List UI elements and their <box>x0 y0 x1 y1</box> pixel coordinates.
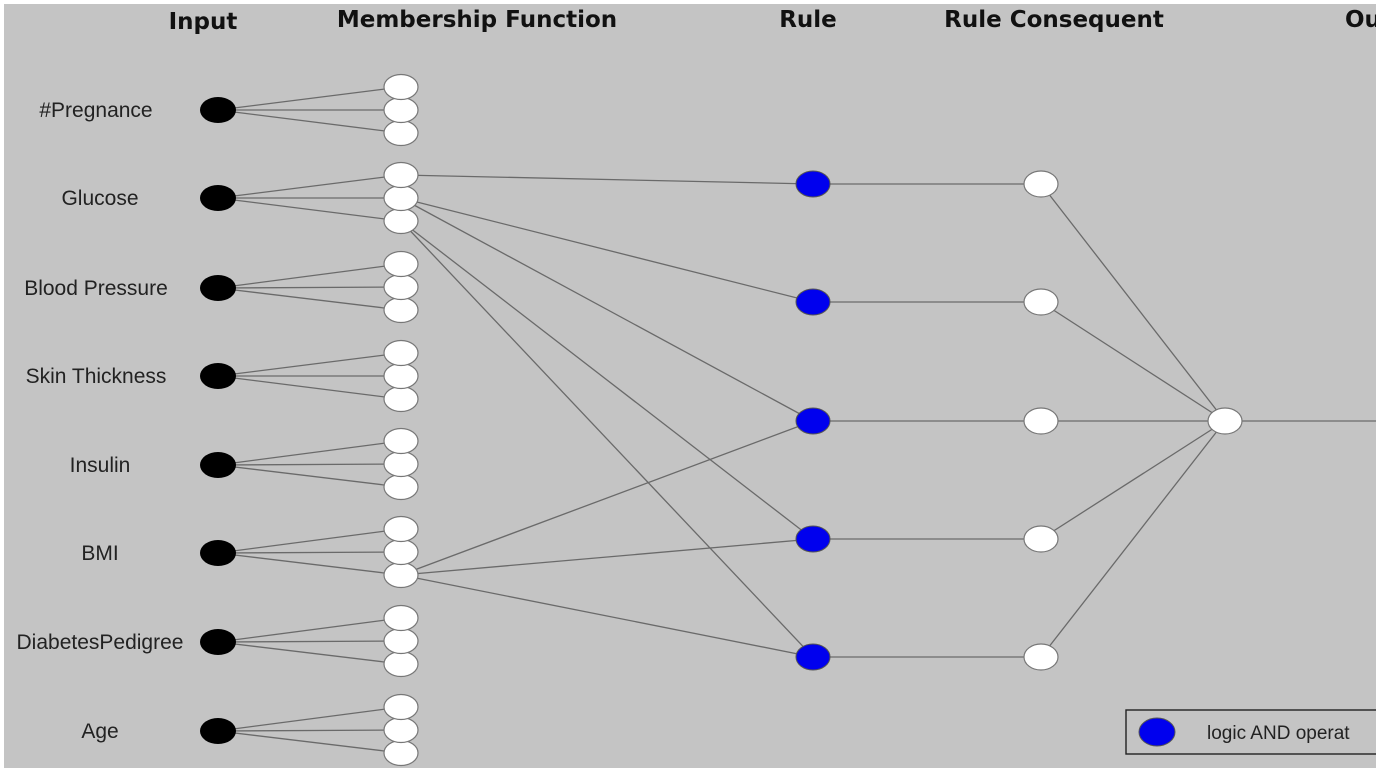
header-rule-consequent: Rule Consequent <box>944 7 1164 33</box>
edge-input-to-mf <box>217 528 402 554</box>
rule-consequent-node <box>1023 288 1059 316</box>
input-label-diabetespedigree: DiabetesPedigree <box>17 631 184 654</box>
edge-input-to-mf <box>217 463 402 466</box>
rule-node <box>795 525 831 553</box>
edge-input-to-mf <box>217 551 402 554</box>
rule-consequent-node <box>1023 525 1059 553</box>
membership-function-node <box>383 339 419 367</box>
edge-input-to-mf <box>217 352 402 377</box>
edge-input-to-mf <box>217 174 402 199</box>
legend: logic AND operat <box>1125 709 1376 755</box>
output-node <box>1207 407 1243 435</box>
input-label-skin-thickness: Skin Thickness <box>26 365 167 388</box>
membership-function-node <box>383 650 419 678</box>
membership-function-node <box>383 184 419 212</box>
membership-function-node <box>383 362 419 390</box>
membership-function-node <box>383 716 419 744</box>
header-output: Ou <box>1345 7 1376 33</box>
connection-edges <box>217 86 1376 754</box>
edge-mf-to-rule <box>400 538 814 576</box>
input-node <box>200 718 236 744</box>
input-node <box>200 452 236 478</box>
edge-consequent-to-output <box>1040 420 1226 658</box>
membership-function-node <box>383 627 419 655</box>
edge-input-to-mf <box>217 263 402 289</box>
header-rule: Rule <box>779 7 837 33</box>
input-label-glucose: Glucose <box>61 187 138 210</box>
edge-input-to-mf <box>217 286 402 289</box>
edge-input-to-mf <box>217 729 402 732</box>
membership-function-node <box>383 604 419 632</box>
input-label-insulin: Insulin <box>70 454 131 477</box>
rule-consequent-node <box>1023 407 1059 435</box>
membership-function-node <box>383 693 419 721</box>
edge-mf-to-rule <box>400 420 814 576</box>
input-label-pregnance: #Pregnance <box>39 99 152 122</box>
edge-consequent-to-output <box>1040 420 1226 540</box>
membership-function-node <box>383 739 419 767</box>
header-membership-function: Membership Function <box>337 7 617 33</box>
edge-input-to-mf <box>217 375 402 400</box>
edge-input-to-mf <box>217 706 402 732</box>
membership-function-node <box>383 450 419 478</box>
edge-mf-to-rule <box>400 574 814 658</box>
edge-input-to-mf <box>217 617 402 643</box>
input-node <box>200 629 236 655</box>
rule-node <box>795 170 831 198</box>
membership-function-node <box>383 561 419 589</box>
input-node <box>200 540 236 566</box>
edge-input-to-mf <box>217 86 402 111</box>
membership-function-node <box>383 538 419 566</box>
membership-function-node <box>383 296 419 324</box>
membership-function-node <box>383 250 419 278</box>
input-label-age: Age <box>81 720 118 743</box>
membership-function-node <box>383 207 419 235</box>
edge-input-to-mf <box>217 440 402 466</box>
edge-input-to-mf <box>217 109 402 134</box>
edge-input-to-mf <box>217 552 402 576</box>
membership-function-node <box>383 96 419 124</box>
legend-rule-node-icon <box>1138 717 1176 747</box>
membership-function-node <box>383 427 419 455</box>
input-label-blood-pressure: Blood Pressure <box>24 277 168 300</box>
edge-mf-to-rule <box>400 174 814 185</box>
membership-function-node <box>383 385 419 413</box>
membership-function-node <box>383 473 419 501</box>
edge-mf-to-rule <box>400 197 814 422</box>
legend-label: logic AND operat <box>1207 723 1350 744</box>
rule-consequent-node <box>1023 170 1059 198</box>
input-node <box>200 363 236 389</box>
edge-mf-to-rule <box>400 197 814 303</box>
edge-input-to-mf <box>217 640 402 643</box>
membership-function-node <box>383 73 419 101</box>
rule-node <box>795 643 831 671</box>
input-label-bmi: BMI <box>81 542 118 565</box>
edge-input-to-mf <box>217 464 402 488</box>
input-node <box>200 97 236 123</box>
rule-node <box>795 288 831 316</box>
rule-node <box>795 407 831 435</box>
network-nodes <box>200 73 1243 767</box>
header-input: Input <box>169 9 238 35</box>
edge-mf-to-rule <box>400 220 814 658</box>
membership-function-node <box>383 161 419 189</box>
edge-consequent-to-output <box>1040 183 1226 422</box>
input-node <box>200 275 236 301</box>
input-node <box>200 185 236 211</box>
edge-input-to-mf <box>217 641 402 665</box>
edge-input-to-mf <box>217 197 402 222</box>
rule-consequent-node <box>1023 643 1059 671</box>
edge-consequent-to-output <box>1040 301 1226 422</box>
edge-input-to-mf <box>217 730 402 754</box>
membership-function-node <box>383 273 419 301</box>
edge-input-to-mf <box>217 287 402 311</box>
membership-function-node <box>383 119 419 147</box>
edge-mf-to-rule <box>400 220 814 540</box>
membership-function-node <box>383 515 419 543</box>
